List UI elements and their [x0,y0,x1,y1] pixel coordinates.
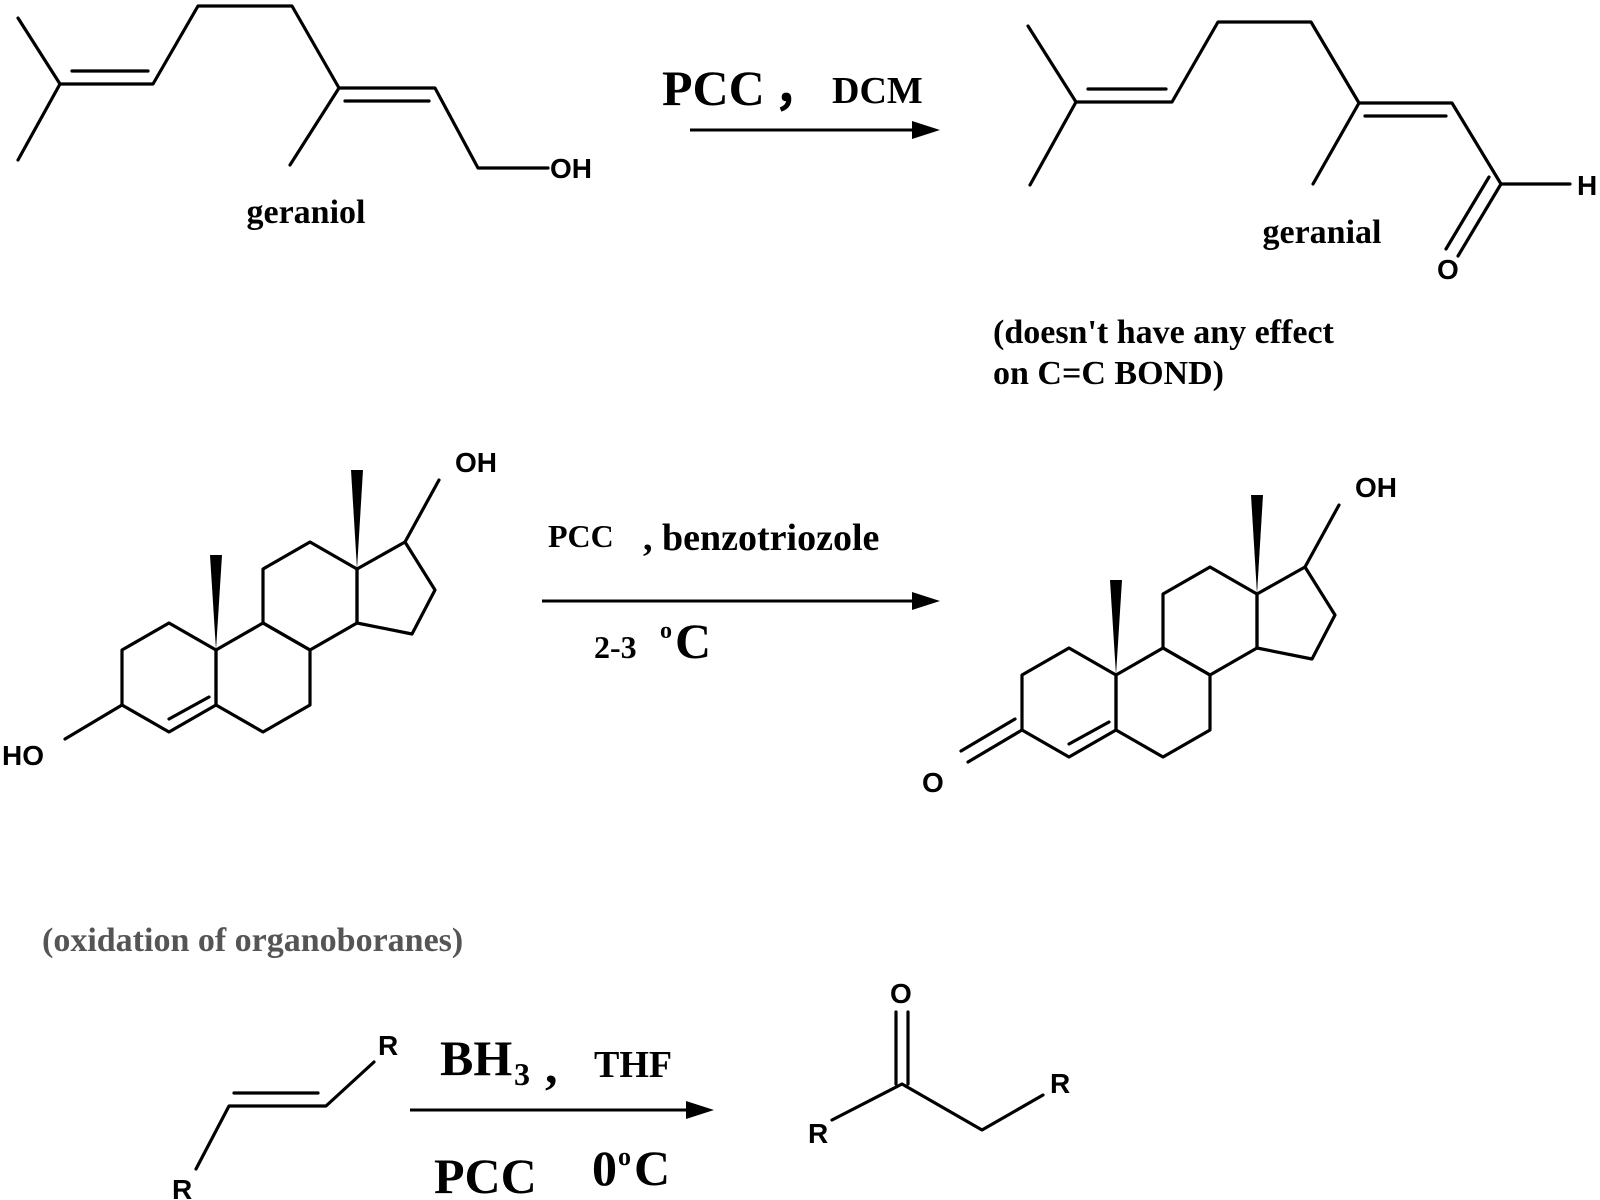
dcm-solvent-label: DCM [832,70,923,112]
carbonyl-o-label: O [1437,254,1459,285]
reagent-comma-3: , [545,1038,558,1094]
note-line-1: (doesn't have any effect [993,314,1335,351]
ketone-o-label: O [922,767,944,798]
benzotriazole-label: , benzotriozole [643,517,879,559]
r-group-right: R [1050,1068,1070,1099]
ketone-product-structure: O R R [808,978,1070,1149]
hydroxyl-label: OH [550,153,592,184]
reaction-arrow-3 [410,1101,714,1119]
celsius-unit: C [675,613,711,669]
steroid-reactant-structure: OH HO [2,447,497,771]
pcc-reagent-label: PCC [662,60,765,116]
reaction-arrow-1 [690,121,940,139]
r-group-left: R [808,1118,828,1149]
hydroxyl-3-label: HO [2,740,44,771]
geraniol-structure: OH [16,4,592,184]
celsius-unit-3: C [634,1140,670,1196]
pcc-reagent-label-2: PCC [548,518,614,554]
reagent-comma: ， [774,60,824,116]
aldehyde-h-label: H [1577,170,1597,201]
reaction-arrow-2 [542,592,940,610]
borane-subscript: 3 [514,1056,530,1092]
note-line-2: on C=C BOND) [993,355,1224,392]
hydroxyl-17-label: OH [455,447,497,478]
degree-symbol-3: o [618,1142,631,1171]
geranial-label: geranial [1263,214,1382,251]
steroid-product-structure: OH O [922,472,1397,798]
geranial-structure: H O [1026,20,1597,285]
alkene-reactant-structure: R R [172,1030,398,1200]
temperature-zero: 0 [592,1140,617,1196]
thf-solvent-label: THF [594,1044,672,1086]
r-group-bottom: R [172,1174,192,1200]
borane-label: BH [440,1030,512,1086]
r-group-top: R [378,1030,398,1061]
pcc-oxidant-label: PCC [434,1148,537,1200]
geraniol-label: geraniol [247,194,366,231]
hydroxyl-17-label-product: OH [1355,472,1397,503]
degree-symbol: o [660,618,672,644]
ketone-o-label-3: O [890,978,912,1009]
section-heading: (oxidation of organoboranes) [42,922,463,959]
temperature-value: 2-3 [594,629,637,665]
